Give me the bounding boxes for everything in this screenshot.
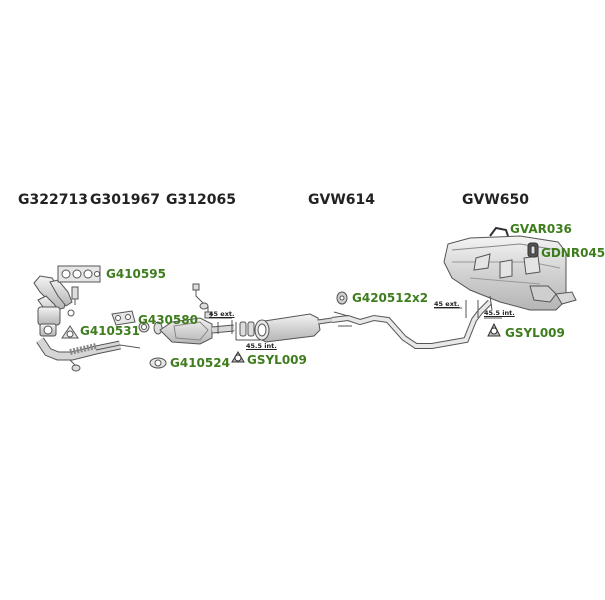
clamp-icon xyxy=(239,321,255,337)
flange-gasket-icon xyxy=(61,325,79,339)
part-link-g420512x2[interactable]: G420512x2 xyxy=(352,291,429,305)
downpipe-icon xyxy=(36,337,141,372)
exhaust-manifold-icon xyxy=(33,275,73,337)
header-label-gvw650: GVW650 xyxy=(462,192,529,208)
part-link-gvar036[interactable]: GVAR036 xyxy=(510,222,572,236)
header-label-gvw614: GVW614 xyxy=(308,192,375,208)
clamp-icon xyxy=(153,321,163,335)
pipe-joint-marker xyxy=(206,317,260,341)
part-link-gdnr045[interactable]: GDNR045 xyxy=(541,246,605,260)
catalytic-converter-icon xyxy=(159,306,235,345)
part-link-g410531[interactable]: G410531 xyxy=(80,324,140,338)
rubber-mount-icon xyxy=(487,322,501,337)
gasket-icon xyxy=(111,310,150,333)
pipe-joint-marker xyxy=(434,300,502,319)
part-link-g410595[interactable]: G410595 xyxy=(106,267,166,281)
header-label-g322713: G322713 xyxy=(18,192,88,208)
lambda-sensor-icon xyxy=(192,283,209,310)
measure-int-1: 45.5 int. xyxy=(246,342,277,350)
rubber-mount-icon xyxy=(336,291,348,305)
rubber-mount-icon xyxy=(527,242,539,258)
part-link-g410524[interactable]: G410524 xyxy=(170,356,230,370)
gasket-icon xyxy=(149,357,167,369)
rubber-mount-icon xyxy=(231,351,245,363)
measure-int-2: 45.5 int. xyxy=(484,309,515,317)
measure-ext-1: 45 ext. xyxy=(209,310,235,318)
muffler-icon xyxy=(254,313,333,343)
header-label-g301967: G301967 xyxy=(90,192,160,208)
lambda-sensor-icon xyxy=(67,286,79,317)
measure-ext-2: 45 ext. xyxy=(434,300,460,308)
part-link-gsyl009-right[interactable]: GSYL009 xyxy=(505,326,565,340)
header-label-g312065: G312065 xyxy=(166,192,236,208)
center-pipe-icon xyxy=(331,299,493,349)
gasket-icon xyxy=(57,265,101,283)
part-link-g430580[interactable]: G430580 xyxy=(138,313,198,327)
hanger-icon xyxy=(489,226,509,237)
part-link-gsyl009-left[interactable]: GSYL009 xyxy=(247,353,307,367)
